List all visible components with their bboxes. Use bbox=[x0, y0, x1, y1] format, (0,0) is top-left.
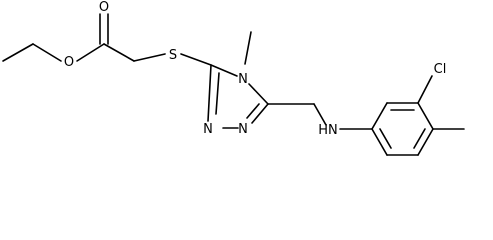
bond-carbonyl-ch2 bbox=[103, 43, 135, 62]
bond-n2-c3-inner bbox=[215, 72, 220, 115]
bond-c5-n1-inner bbox=[246, 103, 260, 119]
bond-ethyl-ch3 bbox=[2, 43, 34, 62]
bond-o-carbonyl-c bbox=[76, 43, 105, 62]
bond-ethyl-ch2-o bbox=[32, 43, 62, 62]
bond-ar-c6-c1 bbox=[371, 128, 388, 156]
bond-ar-c4-c5 bbox=[417, 128, 434, 156]
bond-n4-methyl bbox=[244, 31, 252, 65]
atom-cl: Cl bbox=[434, 62, 447, 77]
atom-o-ester: O bbox=[64, 55, 74, 70]
atom-n-ring-b: N bbox=[203, 122, 213, 137]
atom-s: S bbox=[169, 48, 177, 63]
bond-c5-n1-outer bbox=[251, 103, 269, 124]
bond-ar-c1-c2 bbox=[371, 102, 388, 130]
molecule-structure: O O S N N N HN Cl bbox=[2, 0, 465, 156]
bond-ar-cl bbox=[417, 75, 433, 104]
atom-n-ring-a: N bbox=[238, 122, 248, 137]
atom-n-methyl-ring: N bbox=[238, 72, 248, 87]
bond-n4-c5 bbox=[248, 83, 269, 105]
bond-ar-inner-3 bbox=[379, 128, 392, 149]
bond-c3-n4 bbox=[210, 64, 238, 77]
bond-ar-c3-c4 bbox=[417, 102, 434, 130]
bond-s-ring bbox=[180, 53, 212, 66]
bond-ch2-s bbox=[133, 53, 166, 62]
bond-n2-c3-outer bbox=[207, 64, 212, 122]
bond-ar-inner-2 bbox=[413, 128, 426, 149]
atom-o-carbonyl: O bbox=[99, 0, 109, 15]
bond-ch2-nh bbox=[313, 103, 327, 126]
atom-nh: HN bbox=[318, 123, 338, 138]
